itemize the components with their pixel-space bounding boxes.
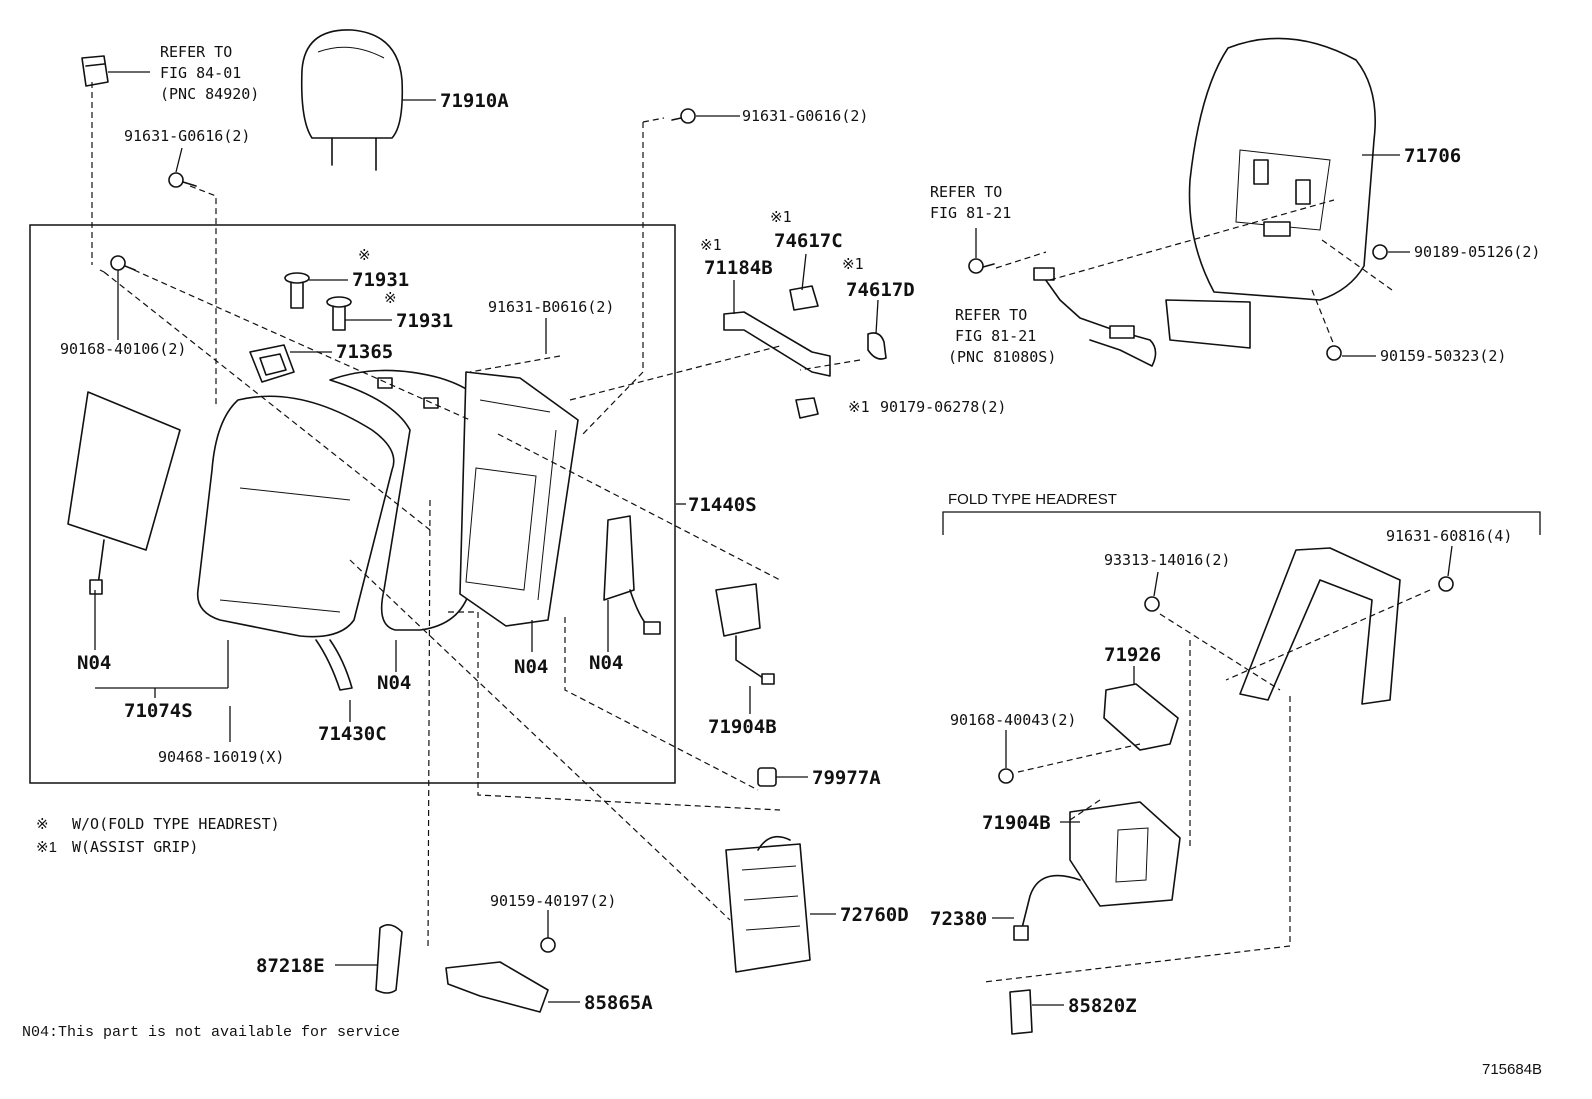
label-71931-a: 71931 — [352, 269, 409, 291]
label-71904b-fold: 71904B — [982, 812, 1051, 834]
back-panel-71706-drawing — [1165, 37, 1376, 349]
label-91631-g0616-left: 91631-G0616(2) — [124, 127, 250, 145]
label-74617c: 74617C — [774, 230, 843, 252]
fold-type-bracket — [942, 511, 1541, 535]
legend-1-text: W/O(FOLD TYPE HEADREST) — [72, 815, 280, 833]
bolt-91631-60816-drawing — [1438, 576, 1454, 592]
label-n04-b: N04 — [377, 672, 411, 694]
bolt-93313-14016-drawing — [1144, 596, 1160, 612]
fold-type-title: FOLD TYPE HEADREST — [948, 491, 1117, 508]
cover-74617c-drawing — [789, 285, 819, 311]
mark-3: ※1 — [770, 208, 792, 226]
label-91631-60816: 91631-60816(4) — [1386, 527, 1512, 545]
mark-2: ※ — [384, 289, 397, 307]
label-93313-14016: 93313-14016(2) — [1104, 551, 1230, 569]
bolt-refer-81-21-drawing — [968, 258, 995, 274]
cap-79977a-drawing — [757, 767, 777, 787]
label-71430c: 71430C — [318, 723, 387, 745]
refer-81a-line2: FIG 81-21 — [930, 204, 1011, 222]
back-board-drawing — [67, 391, 181, 595]
label-90159-50323: 90159-50323(2) — [1380, 347, 1506, 365]
refer-84-line1: REFER TO — [160, 43, 232, 61]
label-90168-40043: 90168-40043(2) — [950, 711, 1076, 729]
clip-84920-drawing — [81, 55, 109, 87]
leader-lines — [94, 71, 1453, 1006]
label-71910a: 71910A — [440, 90, 509, 112]
switch-71904b-main-drawing — [715, 583, 775, 685]
clip-90179-drawing — [795, 397, 819, 419]
label-90179-06278: 90179-06278(2) — [880, 398, 1006, 416]
guide-71931-a-drawing — [284, 272, 310, 309]
label-71706: 71706 — [1404, 145, 1461, 167]
figure-id: 715684B — [1482, 1061, 1542, 1078]
refer-81b-line3: (PNC 81080S) — [948, 348, 1056, 366]
refer-81a-line1: REFER TO — [930, 183, 1002, 201]
label-71931-b: 71931 — [396, 310, 453, 332]
screw-90168-40106-drawing — [110, 255, 136, 271]
mark-6: ※1 — [848, 398, 870, 416]
headrest-71910a-drawing — [300, 29, 404, 171]
label-72760d: 72760D — [840, 904, 909, 926]
label-72380: 72380 — [930, 908, 987, 930]
label-85865a: 85865A — [584, 992, 653, 1014]
label-90168-40106: 90168-40106(2) — [60, 340, 186, 358]
label-71365: 71365 — [336, 341, 393, 363]
label-90189-05126: 90189-05126(2) — [1414, 243, 1540, 261]
label-71926: 71926 — [1104, 644, 1161, 666]
label-74617d: 74617D — [846, 279, 915, 301]
refer-81b-line2: FIG 81-21 — [955, 327, 1036, 345]
seatback-assembly-box — [29, 224, 676, 784]
screw-90159-50323-drawing — [1326, 345, 1342, 361]
legend-1-mark: ※ — [36, 816, 49, 833]
label-85820z: 85820Z — [1068, 995, 1137, 1017]
label-90468-16019: 90468-16019(X) — [158, 748, 284, 766]
screw-90168-40043-drawing — [998, 768, 1014, 784]
labels: REFER TO FIG 84-01 (PNC 84920) 71910A 91… — [22, 43, 1542, 1078]
bracket-71365-drawing — [249, 344, 295, 383]
label-87218e: 87218E — [256, 955, 325, 977]
label-n04-d: N04 — [589, 652, 623, 674]
footnote-n04: N04:This part is not available for servi… — [22, 1024, 400, 1041]
assist-grip-71184b-drawing — [723, 311, 831, 377]
label-71904b-main: 71904B — [708, 716, 777, 738]
label-n04-c: N04 — [514, 656, 548, 678]
wire-harness-81080s-drawing — [1033, 267, 1157, 367]
seat-cover-71074s-drawing — [196, 395, 395, 691]
fold-headrest-frame-drawing — [1239, 547, 1401, 705]
cable-72380-drawing — [1013, 874, 1081, 941]
refer-81b-line1: REFER TO — [955, 306, 1027, 324]
mark-1: ※ — [358, 246, 371, 264]
label-n04-a: N04 — [77, 652, 111, 674]
guide-71931-b-drawing — [326, 296, 352, 331]
lumbar-mat-72760d-drawing — [725, 835, 811, 973]
duct-85865a-drawing — [445, 961, 549, 1013]
mark-4: ※1 — [700, 236, 722, 254]
side-airbag-drawing — [603, 515, 661, 635]
refer-84-line2: FIG 84-01 — [160, 64, 241, 82]
bolt-91631-g0616-left-drawing — [168, 172, 197, 188]
label-71074s: 71074S — [124, 700, 193, 722]
label-79977a: 79977A — [812, 767, 881, 789]
bolt-91631-g0616-top-drawing — [671, 108, 696, 124]
mark-5: ※1 — [842, 255, 864, 273]
duct-87218e-drawing — [375, 924, 403, 994]
label-71440s: 71440S — [688, 494, 757, 516]
motor-71904b-fold-drawing — [1069, 801, 1181, 907]
refer-84-line3: (PNC 84920) — [160, 85, 259, 103]
screw-90159-40197-drawing — [540, 937, 556, 953]
seat-frame-71440s-drawing — [459, 371, 579, 627]
legend-2-text: W(ASSIST GRIP) — [72, 838, 198, 856]
legend-2-mark: ※1 — [36, 839, 57, 856]
actuator-85820z-drawing — [1009, 989, 1033, 1035]
label-90159-40197: 90159-40197(2) — [490, 892, 616, 910]
clip-90189-drawing — [1372, 244, 1388, 260]
assembly-lines — [91, 82, 1431, 983]
label-91631-b0616: 91631-B0616(2) — [488, 298, 614, 316]
label-71184b: 71184B — [704, 257, 773, 279]
cover-74617d-drawing — [867, 332, 887, 360]
label-91631-g0616-top: 91631-G0616(2) — [742, 107, 868, 125]
bracket-71926-drawing — [1103, 683, 1179, 751]
